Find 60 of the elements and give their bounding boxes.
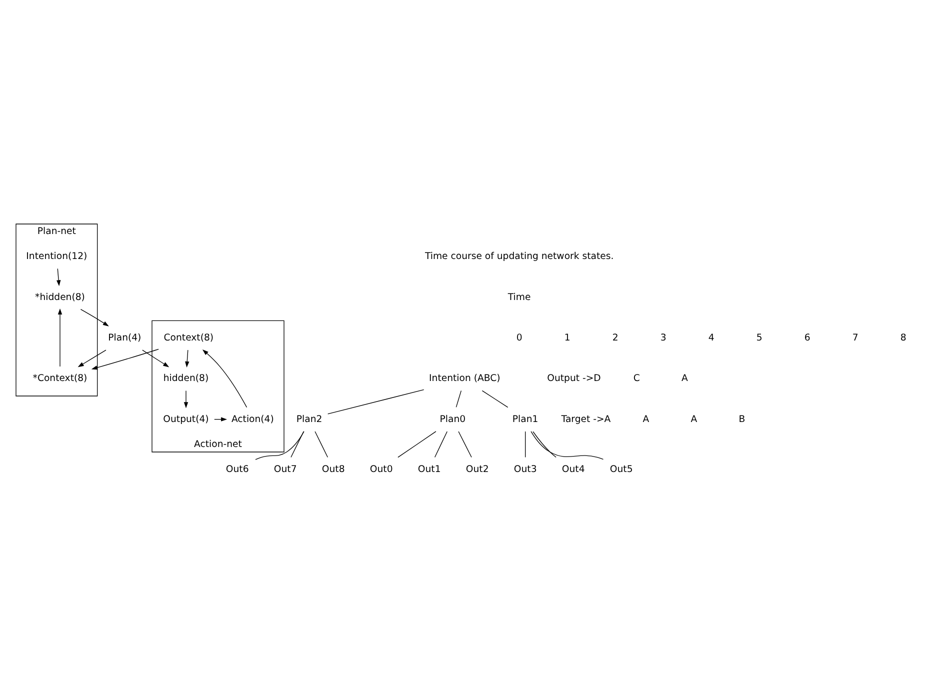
connector xyxy=(532,430,556,458)
node-text: hidden(8) xyxy=(163,372,209,384)
arrow xyxy=(78,349,106,367)
node-text: Output(4) xyxy=(163,413,209,424)
label: 3 xyxy=(660,332,666,343)
connector xyxy=(255,430,304,460)
node-text: Out4 xyxy=(562,463,585,474)
arrow xyxy=(58,308,62,366)
node-text: *Context(8) xyxy=(32,372,88,384)
connector xyxy=(290,430,304,458)
arrow xyxy=(184,390,188,408)
arrow xyxy=(142,349,170,367)
connector xyxy=(314,430,328,458)
node-text: Out0 xyxy=(370,463,393,474)
arrow xyxy=(202,349,248,408)
node-text: Plan(4) xyxy=(108,332,142,343)
label: 0 xyxy=(516,332,522,343)
label: 7 xyxy=(852,332,858,343)
node-text: Action(4) xyxy=(231,413,274,424)
arrow xyxy=(91,348,159,370)
node-text: Out6 xyxy=(226,463,249,474)
node-text: Out5 xyxy=(610,463,633,474)
label: A xyxy=(642,413,650,424)
label: C xyxy=(633,372,640,384)
connector xyxy=(482,390,508,408)
label: Time xyxy=(508,291,531,302)
connector xyxy=(458,430,472,458)
connector xyxy=(530,430,604,460)
node-text: Plan1 xyxy=(512,413,538,424)
node-text: Out3 xyxy=(514,463,537,474)
connector xyxy=(434,430,448,458)
node-text: Intention (ABC) xyxy=(429,372,500,384)
connector xyxy=(456,390,462,408)
connector xyxy=(398,430,436,458)
label: Output ->D xyxy=(547,372,601,384)
node-text: Context(8) xyxy=(164,332,214,343)
label: 4 xyxy=(708,332,714,343)
node-text: Out8 xyxy=(322,463,345,474)
node-text: Plan0 xyxy=(440,413,466,424)
node-text: *hidden(8) xyxy=(35,291,85,302)
node-text: Intention(12) xyxy=(26,250,88,262)
label: 6 xyxy=(804,332,810,343)
node-text: Plan2 xyxy=(296,413,322,424)
label: B xyxy=(738,413,746,424)
connector xyxy=(328,388,424,414)
label: 5 xyxy=(756,332,762,343)
label: A xyxy=(690,413,698,424)
arrow xyxy=(80,308,109,326)
label: Target ->A xyxy=(561,413,611,424)
label: 2 xyxy=(612,332,618,343)
label: A xyxy=(681,372,688,384)
connector xyxy=(525,430,526,458)
arrow xyxy=(185,349,190,368)
arrow xyxy=(56,268,61,286)
label: 1 xyxy=(564,332,570,343)
label: Time course of updating network states. xyxy=(424,250,614,262)
node-text: Out1 xyxy=(418,463,441,474)
node-text: Out2 xyxy=(466,463,489,474)
node-text: Out7 xyxy=(274,463,297,474)
label: 8 xyxy=(900,332,906,343)
